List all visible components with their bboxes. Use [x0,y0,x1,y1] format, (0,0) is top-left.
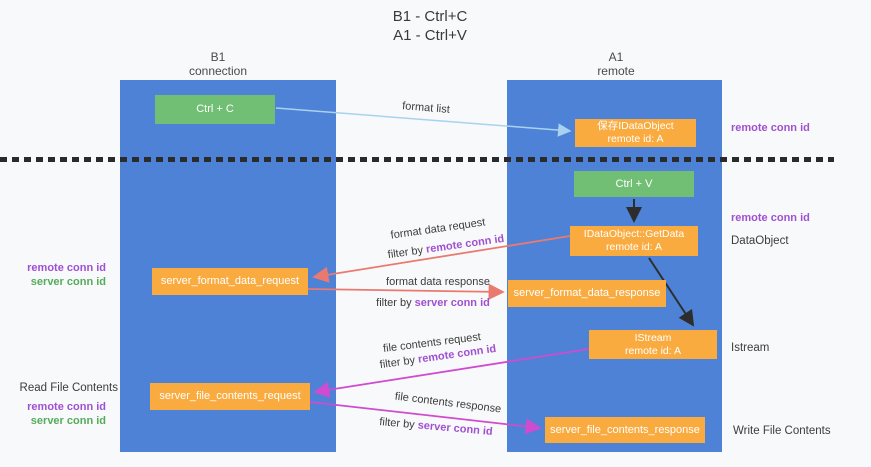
right-write-file-contents-label: Write File Contents [733,425,831,437]
right-istream-label: Istream [731,342,770,354]
dashed-divider-line [0,157,834,162]
left-file-server-conn-id: server conn id [30,415,106,427]
lane-a1-name: A1 [608,50,624,64]
node-file-request-label: server_file_contents_request [159,390,301,402]
arrow-getdata-to-istream [648,257,695,327]
lane-header-a1: A1 remote [548,50,684,78]
node-istream: IStream remote id: A [589,330,717,359]
right-mid-remote-conn-id: remote conn id [731,212,810,224]
arrow-format-list [275,107,572,137]
arrow-format-data-request [312,235,571,283]
lane-b1-role: connection [188,64,248,78]
node-server-file-contents-request: server_file_contents_request [150,383,310,410]
arrow-format-data-response [307,283,505,300]
node-format-response-label: server_format_data_response [513,287,661,299]
left-file-conn-ids: remote conn id server conn id [20,400,106,428]
lane-header-b1: B1 connection [150,50,286,78]
node-server-format-data-request: server_format_data_request [152,268,308,295]
right-dataobject-label: DataObject [731,235,789,247]
node-istream-line1: IStream [634,331,672,344]
node-server-file-contents-response: server_file_contents_response [545,417,705,443]
node-ctrl-c-label: Ctrl + C [196,103,234,115]
left-format-server-conn-id: server conn id [30,276,106,288]
node-getdata-line1: IDataObject::GetData [583,228,685,240]
node-file-response-label: server_file_contents_response [550,423,700,436]
lane-a1-role: remote [597,64,635,78]
node-server-format-data-response: server_format_data_response [508,280,666,307]
left-format-conn-ids: remote conn id server conn id [18,261,106,289]
node-save-idataobject-line1: 保存IDataObject [597,120,674,132]
left-read-file-contents-label: Read File Contents [19,382,118,394]
diagram-title: B1 - Ctrl+C A1 - Ctrl+V [0,7,860,45]
left-format-remote-conn-id: remote conn id [27,262,106,274]
filter-by-server-conn-id: server conn id [414,297,490,309]
label-format-data-response: format data response [386,276,490,288]
node-save-idataobject: 保存IDataObject remote id: A [575,119,696,147]
node-ctrl-c: Ctrl + C [155,95,275,124]
node-getdata-line2: remote id: A [605,241,663,253]
arrow-file-contents-response [309,401,542,435]
node-ctrl-v: Ctrl + V [574,171,694,197]
filter-by-prefix: filter by [376,297,415,309]
title-line-2: A1 - Ctrl+V [393,27,467,44]
node-idataobject-getdata: IDataObject::GetData remote id: A [570,226,698,256]
right-top-remote-conn-id: remote conn id [731,122,810,134]
lane-b1-name: B1 [210,50,226,64]
node-ctrl-v-label: Ctrl + V [615,177,653,190]
title-line-1: B1 - Ctrl+C [392,8,468,25]
arrow-file-contents-request [313,348,590,398]
label-format-response-filter: filter by server conn id [376,297,490,309]
node-format-request-label: server_format_data_request [160,275,300,287]
left-file-remote-conn-id: remote conn id [27,401,106,413]
node-save-idataobject-line2: remote id: A [607,133,664,145]
node-istream-line2: remote id: A [624,344,682,357]
